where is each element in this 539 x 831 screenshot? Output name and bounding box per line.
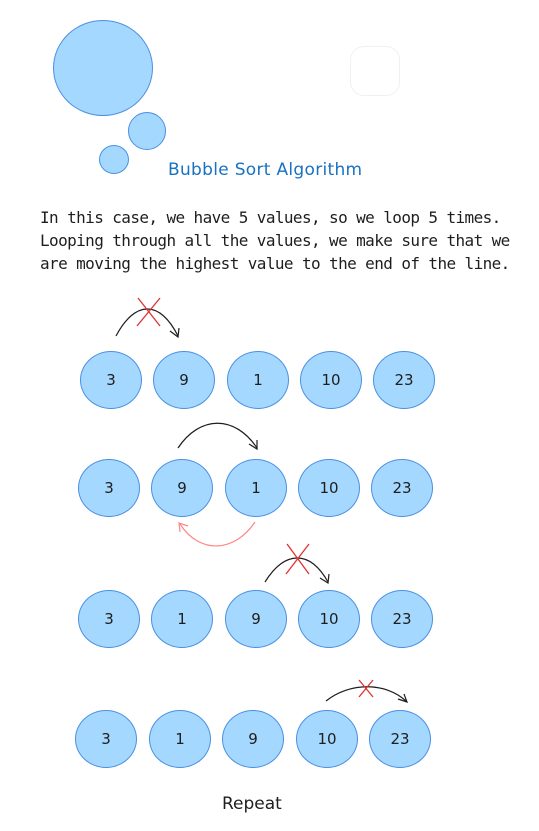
node-r3-4: 10 [298,590,360,648]
repeat-label: Repeat [222,794,282,814]
node-r1-3: 1 [227,351,289,409]
description-line-2: Looping through all the values, we make … [40,231,510,250]
cross-mark-row1 [136,297,161,327]
node-r1-2: 9 [153,351,215,409]
thought-bubble-small [99,145,129,174]
node-r1-1: 3 [80,351,142,409]
compare-arrow-row2 [177,422,258,451]
node-r4-5: 23 [369,710,431,768]
description-line-3: are moving the highest value to the end … [40,254,510,273]
node-r2-3: 1 [225,459,287,517]
cross-mark-row3 [285,543,310,575]
node-r1-4: 10 [300,351,362,409]
thought-bubble-medium [128,112,166,150]
node-r2-1: 3 [78,459,140,517]
node-r3-3: 9 [225,590,287,648]
node-r4-3: 9 [222,710,284,768]
node-r4-2: 1 [149,710,211,768]
node-r3-2: 1 [151,590,213,648]
node-r2-5: 23 [371,459,433,517]
node-r4-1: 3 [75,710,137,768]
compare-arrow-row3 [264,557,330,585]
node-r3-1: 3 [78,590,140,648]
description: In this case, we have 5 values, so we lo… [40,206,520,275]
diagram-title: Bubble Sort Algorithm [168,160,363,180]
cross-mark-row4 [358,679,374,698]
thought-bubble-large [53,20,153,116]
node-r4-4: 10 [296,710,358,768]
swap-arrow [178,521,256,547]
node-r2-4: 10 [298,459,360,517]
description-line-1: In this case, we have 5 values, so we lo… [40,208,501,227]
node-r2-2: 9 [151,459,213,517]
empty-shape [350,46,400,96]
node-r3-5: 23 [371,590,433,648]
node-r1-5: 23 [373,351,435,409]
